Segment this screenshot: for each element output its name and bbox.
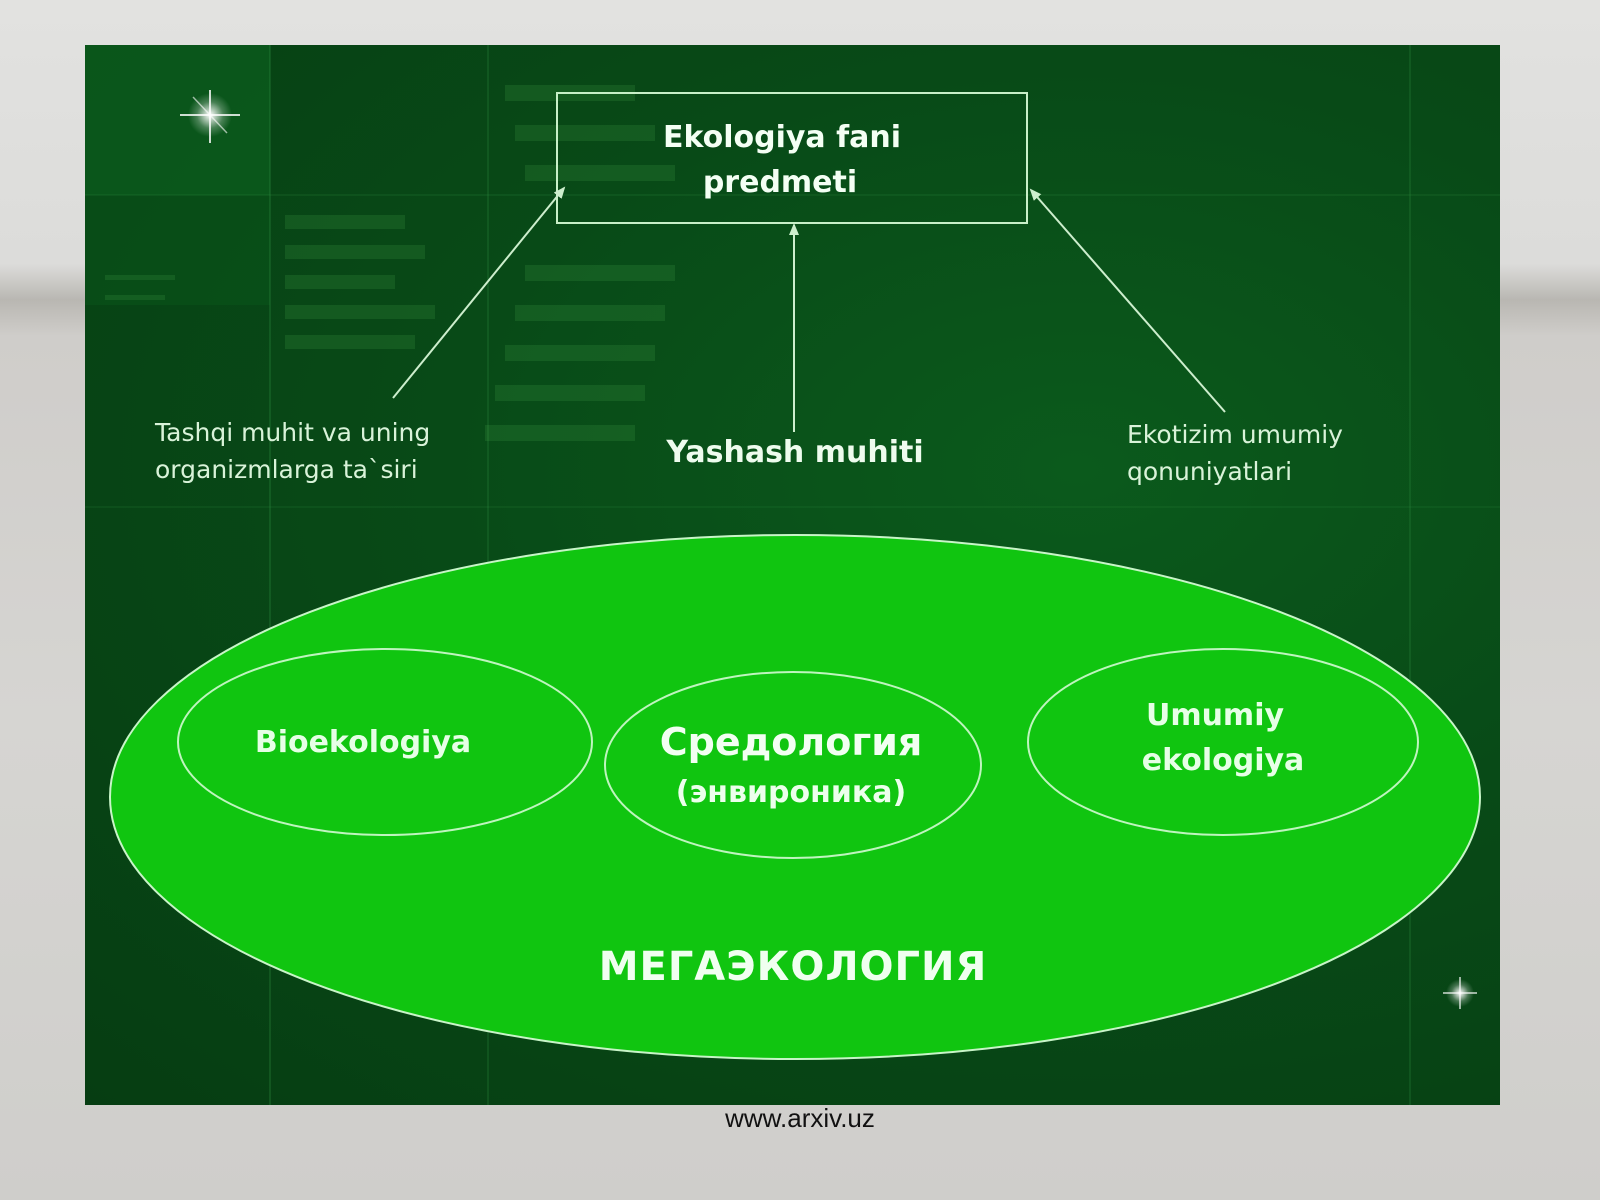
megaecology-label: МЕГАЭКОЛОГИЯ — [599, 944, 988, 990]
arrow-left — [392, 186, 566, 399]
subject-box — [556, 92, 1028, 224]
arrow-right — [1029, 188, 1226, 413]
bioecology-label: Bioekologiya — [255, 725, 471, 760]
right-label-line1: Ekotizim umumiy — [1127, 420, 1343, 449]
general-ecology-label-line1: Umumiy — [1146, 698, 1285, 733]
subject-box-line1: Ekologiya fani — [663, 120, 901, 155]
subject-box-line2: predmeti — [703, 165, 857, 200]
sredology-label: Средология — [660, 720, 922, 764]
diagram: Ekologiya fani predmeti Tashqi muhit va … — [85, 45, 1500, 1105]
bioecology-ellipse — [177, 648, 593, 836]
left-label-line1: Tashqi muhit va uning — [154, 418, 430, 447]
middle-label: Yashash muhiti — [665, 435, 923, 470]
sredology-sublabel: (энвироника) — [676, 775, 906, 810]
sparkle-icon — [1443, 977, 1477, 1009]
general-ecology-ellipse — [1027, 648, 1419, 836]
background-decor — [85, 45, 1500, 1105]
sparkle-icon — [180, 90, 240, 143]
general-ecology-label-line2: ekologiya — [1142, 743, 1305, 778]
slide: Ekologiya fani predmeti Tashqi muhit va … — [85, 45, 1500, 1105]
sredology-ellipse — [604, 671, 982, 859]
megaecology-ellipse — [109, 534, 1481, 1060]
footer-url: www.arxiv.uz — [725, 1103, 875, 1133]
right-label-line2: qonuniyatlari — [1127, 457, 1292, 486]
left-label-line2: organizmlarga ta`siri — [155, 455, 418, 484]
